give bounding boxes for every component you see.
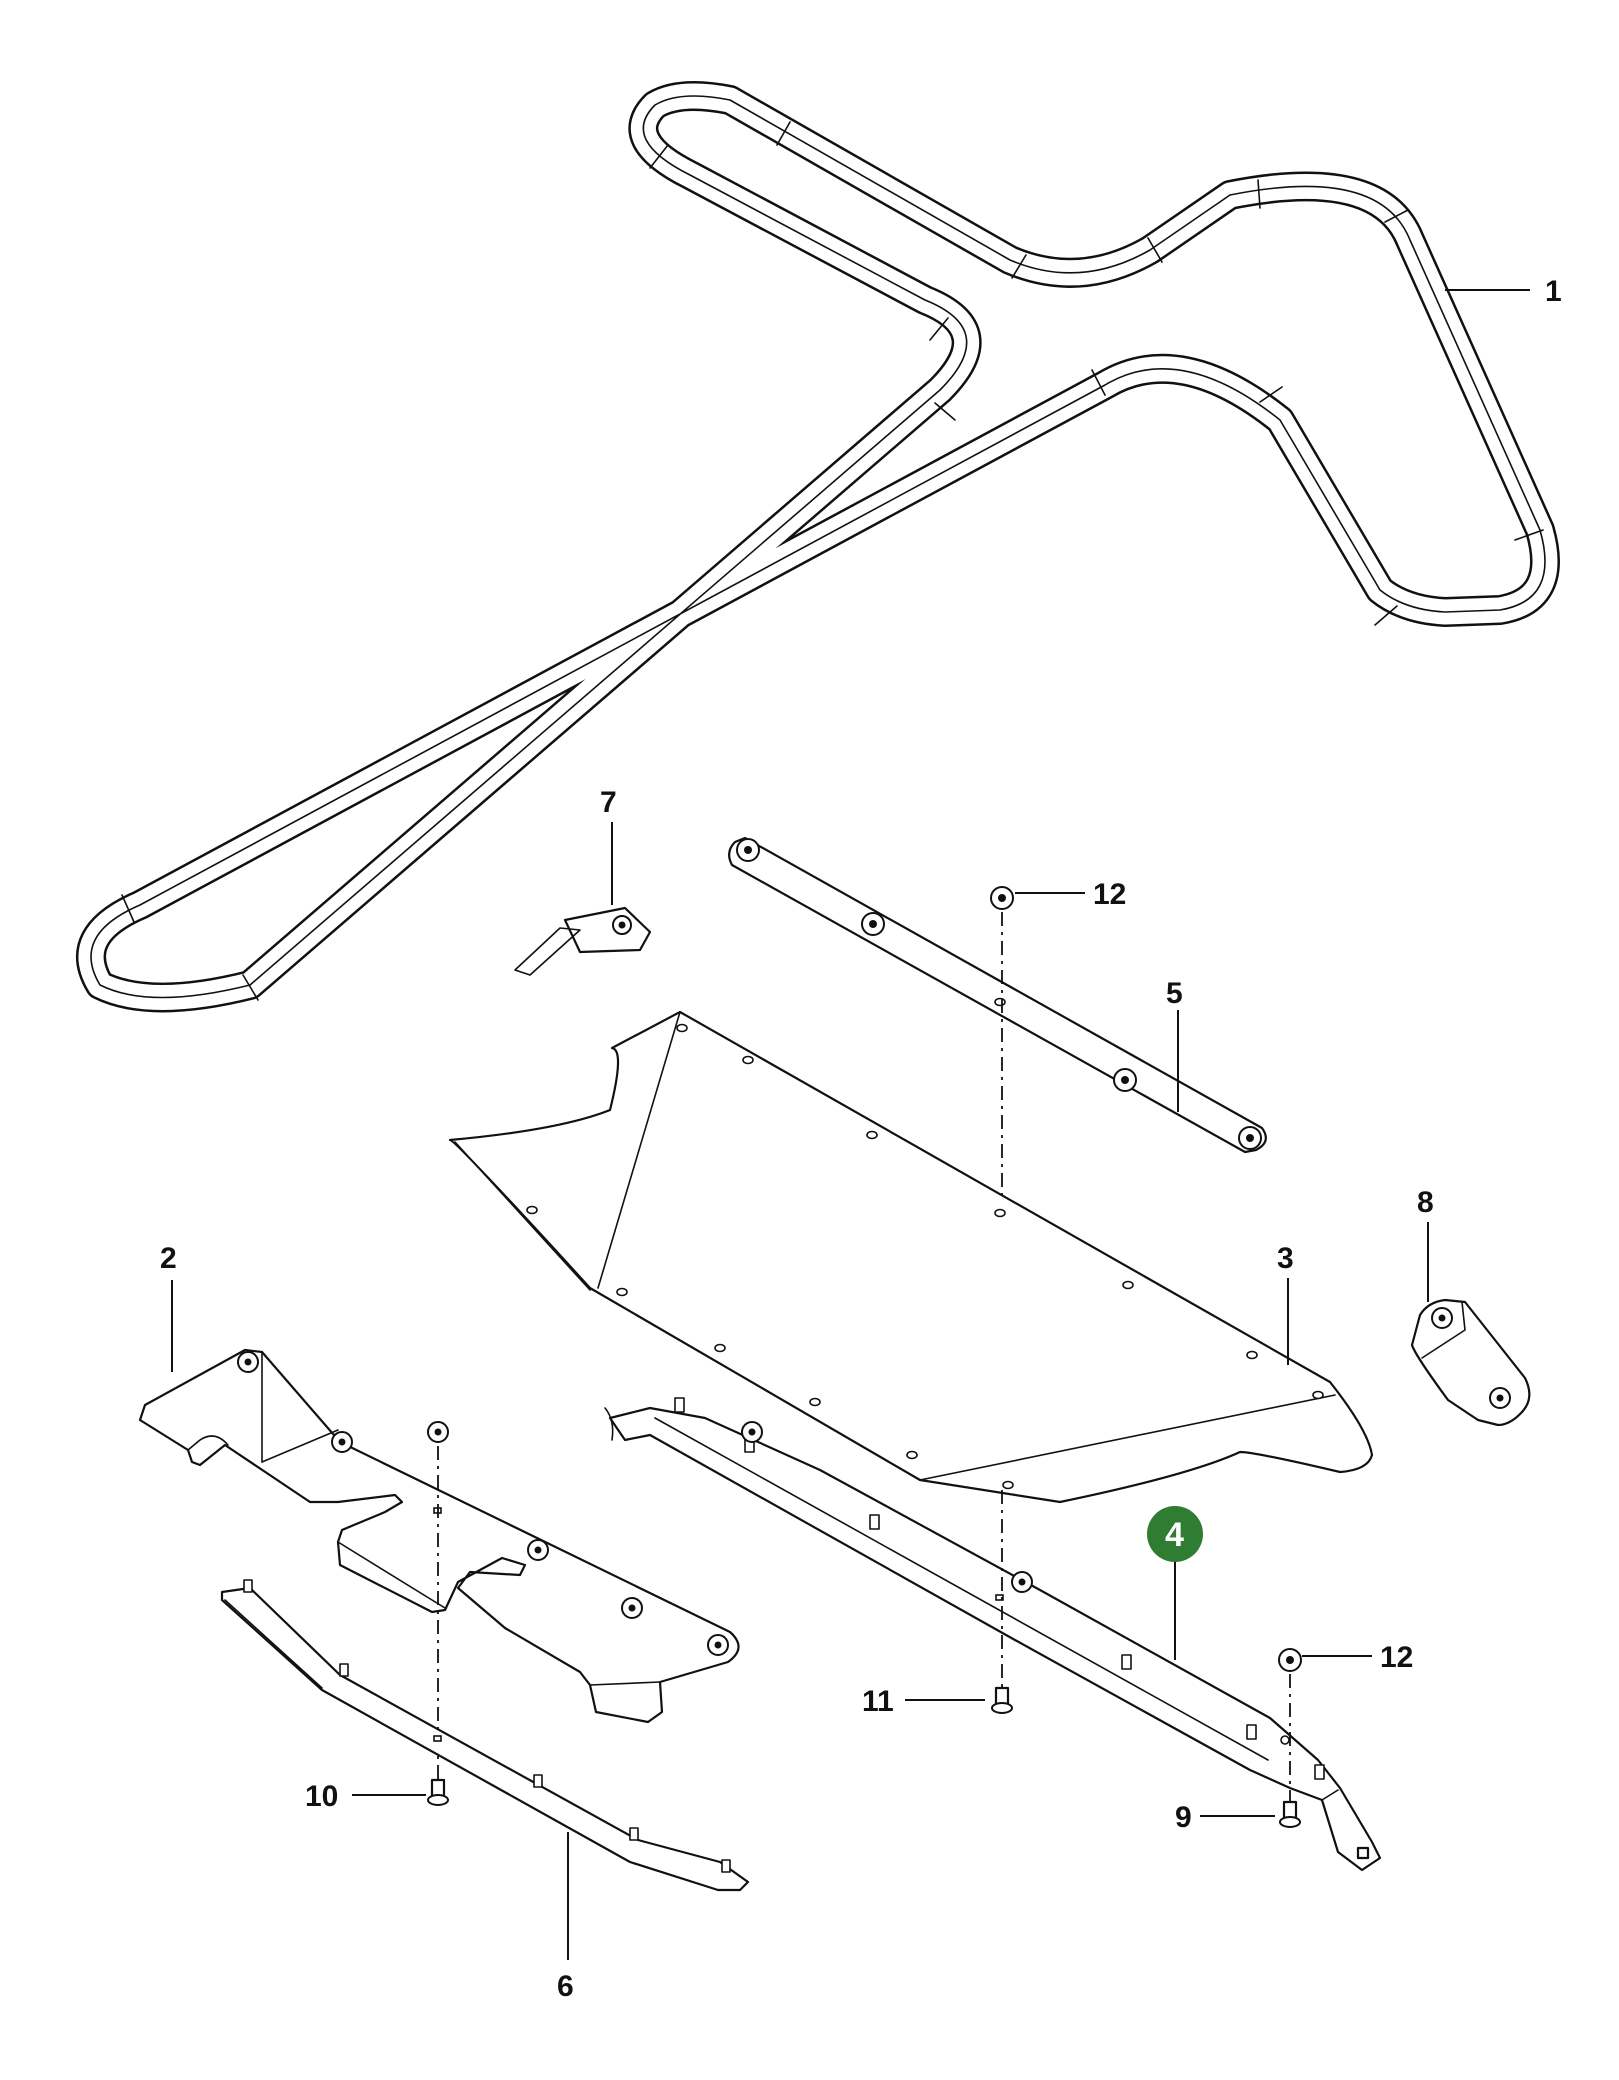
part-1-belt [76, 81, 1560, 1013]
callout-9: 9 [1175, 1801, 1192, 1834]
callout-3: 3 [1277, 1242, 1294, 1275]
callout-10: 10 [305, 1780, 338, 1813]
callout-12-top: 12 [1093, 878, 1126, 911]
part-7-bracket [514, 906, 652, 976]
callout-2: 2 [160, 1242, 177, 1275]
part-2-bracket [138, 1348, 740, 1724]
callout-6: 6 [557, 1970, 574, 2003]
callout-11: 11 [862, 1685, 894, 1718]
part-10-bolt [427, 1778, 449, 1806]
part-3-cover [448, 1010, 1374, 1504]
part-5-strip [728, 836, 1267, 1154]
part-2-top-nut [427, 1421, 449, 1443]
callout-8: 8 [1417, 1186, 1434, 1219]
part-9-bolt [1279, 1800, 1301, 1828]
part-12-nut-bottom [1278, 1648, 1302, 1672]
callout-7: 7 [600, 786, 617, 819]
callout-4-badge [1147, 1506, 1203, 1562]
part-12-nut-top [990, 886, 1014, 910]
part-8-plate [1410, 1298, 1531, 1427]
callout-5: 5 [1166, 977, 1183, 1010]
part-6-strip [220, 1579, 750, 1892]
callout-12-bottom: 12 [1380, 1641, 1413, 1674]
part-4-strip [604, 1397, 1382, 1872]
callout-1: 1 [1545, 275, 1562, 308]
callout-4: 4 [1165, 1516, 1184, 1554]
part-11-bolt [991, 1686, 1013, 1714]
